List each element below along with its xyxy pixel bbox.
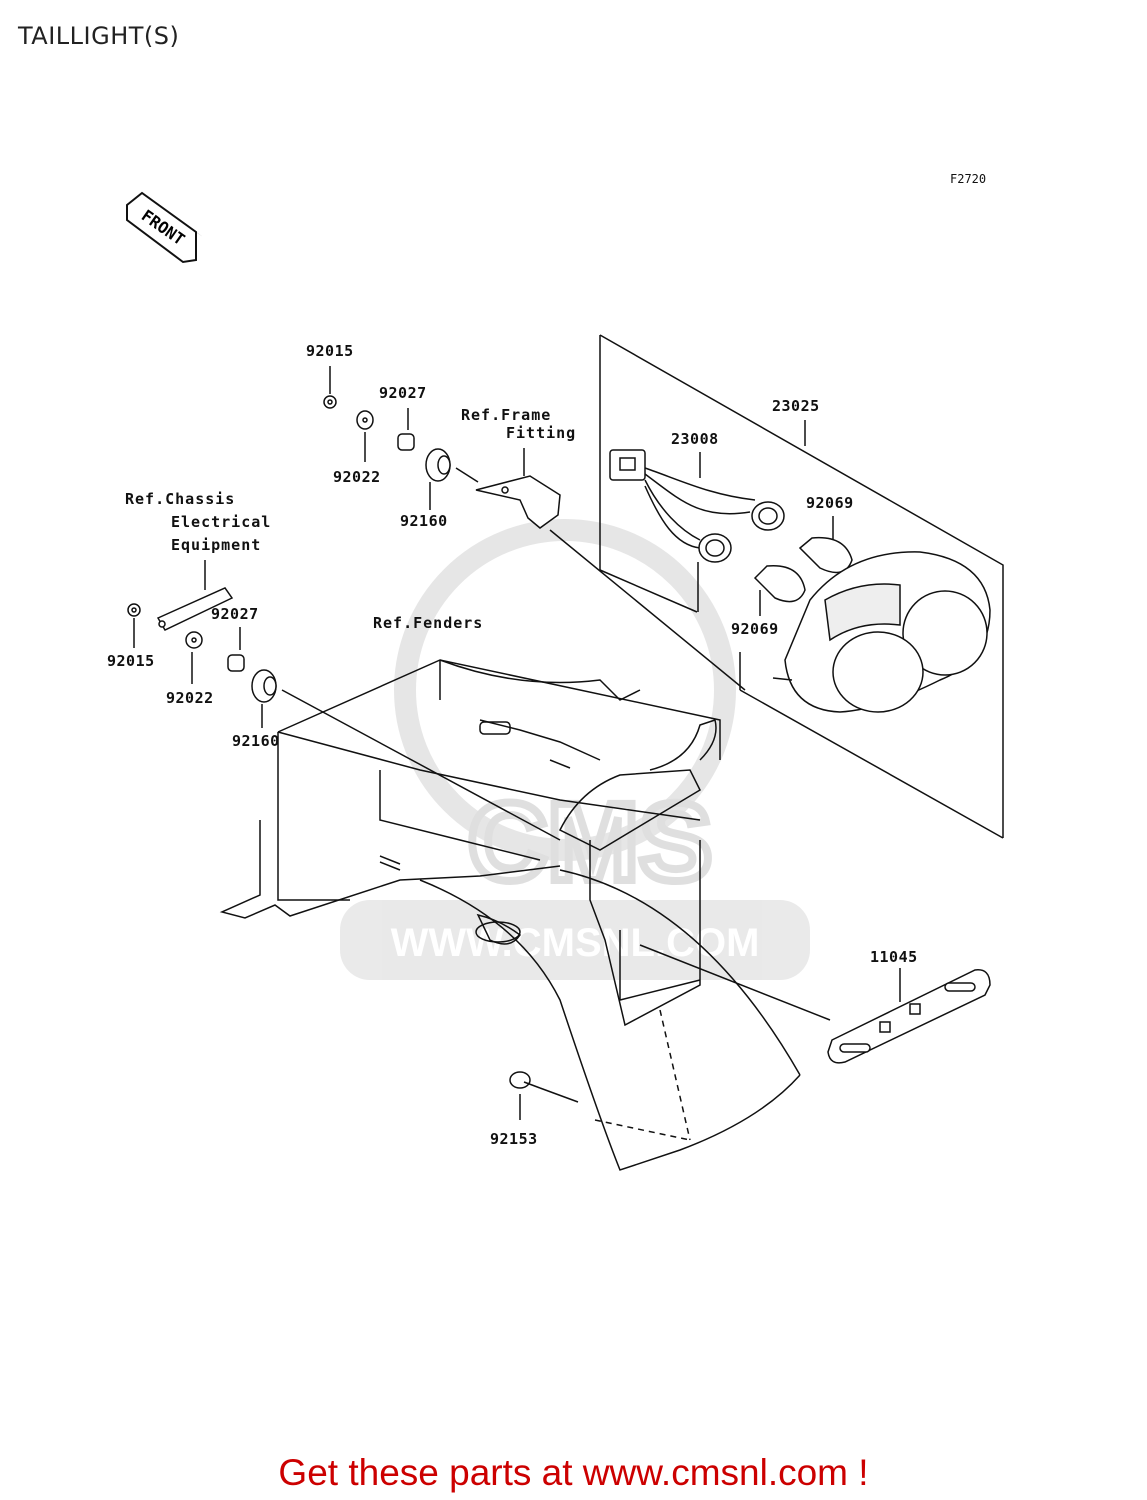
ref-chassis-line2: Electrical <box>171 513 272 531</box>
frame-bracket <box>475 448 746 691</box>
wiring-harness <box>609 449 785 612</box>
part-number-92069-b: 92069 <box>731 620 779 638</box>
part-number-11045: 11045 <box>870 948 918 966</box>
part-number-92022-top: 92022 <box>333 468 381 486</box>
get-parts-link[interactable]: Get these parts at www.cmsnl.com ! <box>278 1452 869 1493</box>
part-number-92153: 92153 <box>490 1130 538 1148</box>
part-number-92015-top: 92015 <box>306 342 354 360</box>
rear-fender-tray <box>219 659 831 1171</box>
taillight-housing <box>772 551 991 713</box>
part-number-92027-left: 92027 <box>211 605 259 623</box>
part-number-92027-top: 92027 <box>379 384 427 402</box>
part-number-92160-top: 92160 <box>400 512 448 530</box>
screw <box>509 1071 579 1120</box>
front-arrow-icon: FRONT <box>126 191 203 264</box>
ref-frame-fitting-line2: Fitting <box>506 424 577 442</box>
taillight-assembly-outline <box>599 334 1004 839</box>
ref-chassis-line3: Equipment <box>171 536 262 554</box>
part-number-92015-left: 92015 <box>107 652 155 670</box>
part-number-92160-left: 92160 <box>232 732 280 750</box>
cmsnl-watermark: WWW.CMSNL.COM CMS <box>340 519 810 980</box>
part-number-92069-a: 92069 <box>806 494 854 512</box>
chassis-strap <box>156 560 234 631</box>
watermark-url: WWW.CMSNL.COM <box>391 921 760 965</box>
page-title: TAILLIGHT(S) <box>18 22 180 50</box>
part-number-23008: 23008 <box>671 430 719 448</box>
figure-code: F2720 <box>950 172 987 186</box>
ref-fenders: Ref.Fenders <box>373 614 484 632</box>
license-bracket <box>827 968 991 1064</box>
bulbs <box>753 516 853 616</box>
upper-fasteners <box>323 366 479 510</box>
ref-frame-fitting-line1: Ref.Frame <box>461 406 552 424</box>
part-number-92022-left: 92022 <box>166 689 214 707</box>
lower-fasteners <box>127 603 561 841</box>
part-number-23025: 23025 <box>772 397 820 415</box>
ref-chassis-line1: Ref.Chassis <box>125 490 236 508</box>
